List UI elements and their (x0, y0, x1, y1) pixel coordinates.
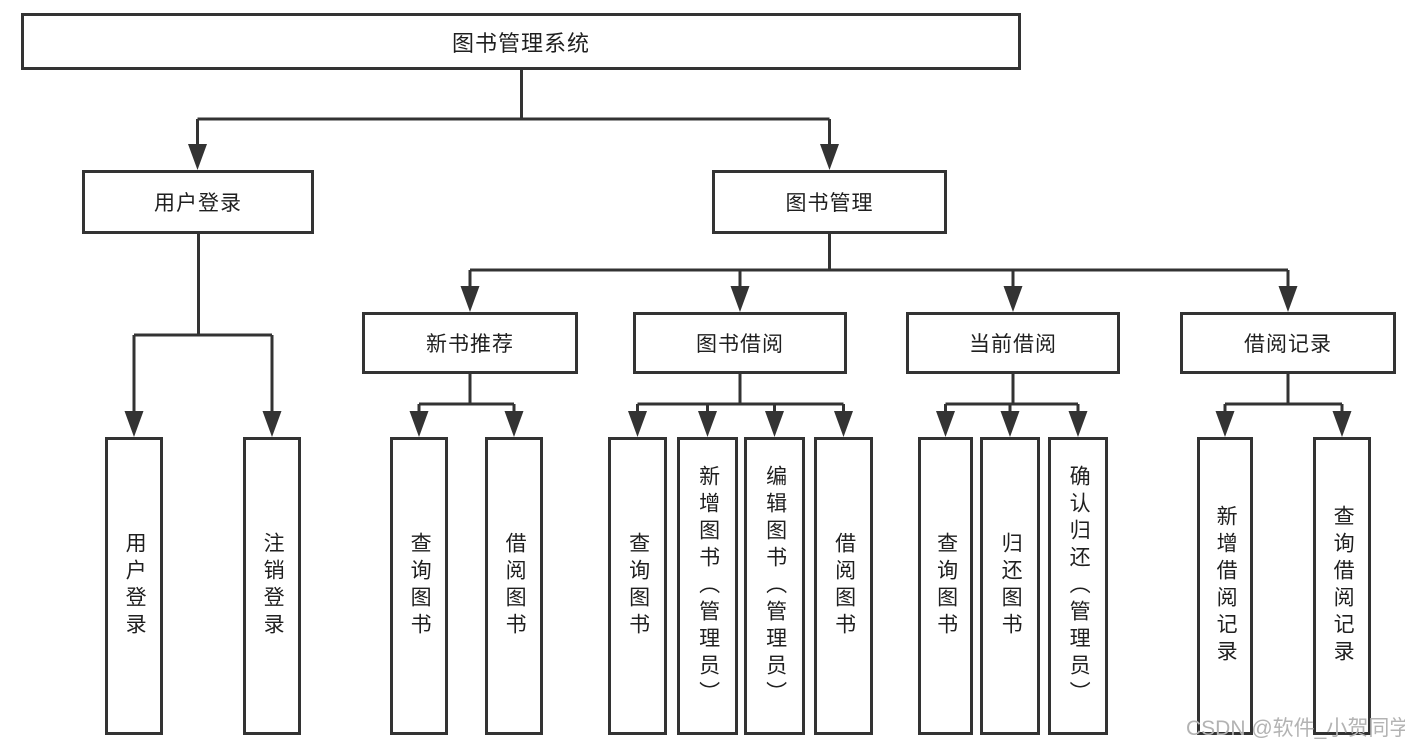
node-book-borrow: 图书借阅 (633, 312, 847, 374)
leaf-borrow-books-recommend: 借阅图书 (485, 437, 543, 735)
edge-lines-book-management (468, 233, 1290, 290)
leaf-borrow-books: 借阅图书 (814, 437, 873, 735)
leaf-query-books-recommend: 查询图书 (390, 437, 448, 735)
leaf-return-book-label: 归还图书 (999, 532, 1023, 640)
leaf-user-login: 用户登录 (105, 437, 163, 735)
leaf-query-borrow-record: 查询借阅记录 (1313, 437, 1371, 735)
edge-lines-new-book (417, 373, 516, 415)
leaf-return-book: 归还图书 (980, 437, 1040, 735)
edge-lines-book-borrow (636, 373, 845, 415)
leaf-edit-book-admin: 编辑图书（管理员） (744, 437, 805, 735)
leaf-query-borrow-record-label: 查询借阅记录 (1331, 505, 1355, 667)
leaf-query-books-borrow: 查询图书 (608, 437, 667, 735)
leaf-logout: 注销登录 (243, 437, 301, 735)
leaf-query-books-borrow-label: 查询图书 (626, 532, 650, 640)
node-book-management: 图书管理 (712, 170, 947, 234)
leaf-query-books-current-label: 查询图书 (934, 532, 958, 640)
leaf-query-books-recommend-label: 查询图书 (408, 532, 432, 640)
edge-lines-current-borrow (944, 373, 1080, 415)
watermark: CSDN @软件_小贺同学 (1186, 717, 1405, 740)
edge-lines-borrow-records (1223, 373, 1344, 415)
leaf-borrow-books-label: 借阅图书 (832, 532, 856, 640)
leaf-add-book-admin: 新增图书（管理员） (677, 437, 738, 735)
node-library-system-root: 图书管理系统 (21, 13, 1021, 70)
arrowheads (124, 144, 1352, 437)
node-borrow-records: 借阅记录 (1180, 312, 1396, 374)
leaf-add-borrow-record-label: 新增借阅记录 (1214, 505, 1238, 667)
leaf-logout-label: 注销登录 (261, 532, 285, 640)
leaf-confirm-return-admin: 确认归还（管理员） (1048, 437, 1108, 735)
node-new-book-recommend: 新书推荐 (362, 312, 578, 374)
leaf-add-borrow-record: 新增借阅记录 (1197, 437, 1253, 735)
node-user-login: 用户登录 (82, 170, 314, 234)
leaf-query-books-current: 查询图书 (918, 437, 973, 735)
node-current-borrow: 当前借阅 (906, 312, 1120, 374)
leaf-add-book-admin-label: 新增图书（管理员） (696, 464, 720, 708)
leaf-borrow-books-recommend-label: 借阅图书 (503, 532, 527, 640)
edge-lines-user-login (132, 233, 274, 415)
leaf-user-login-label: 用户登录 (123, 532, 147, 640)
edge-lines-root (196, 69, 831, 148)
leaf-edit-book-admin-label: 编辑图书（管理员） (763, 464, 787, 708)
leaf-confirm-return-admin-label: 确认归还（管理员） (1067, 464, 1091, 708)
